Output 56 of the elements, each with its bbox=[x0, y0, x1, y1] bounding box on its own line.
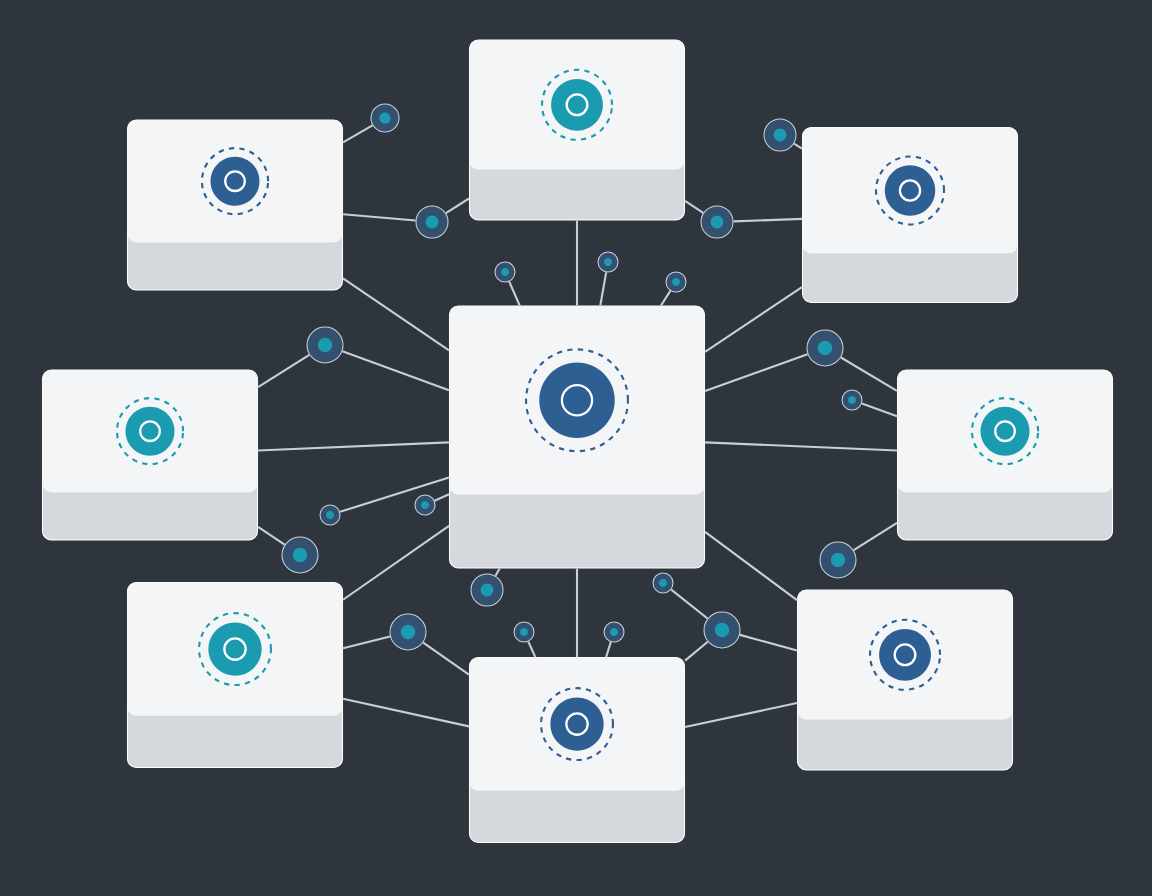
connector-line bbox=[793, 142, 803, 150]
connector-dot bbox=[306, 326, 344, 364]
connector-line bbox=[605, 641, 612, 658]
connector-dot bbox=[841, 389, 863, 411]
connector-line bbox=[704, 530, 798, 601]
connector-line bbox=[739, 633, 798, 652]
connector-dot bbox=[370, 103, 400, 133]
connector-dot bbox=[819, 541, 857, 579]
connector-line bbox=[575, 220, 579, 306]
connector-dot bbox=[665, 271, 687, 293]
connector-line bbox=[684, 702, 798, 728]
connector-dot bbox=[414, 494, 436, 516]
connector-dot bbox=[806, 329, 844, 367]
connector-line bbox=[342, 697, 470, 728]
connector-dot bbox=[513, 621, 535, 643]
connector-line bbox=[422, 641, 470, 676]
connector-line bbox=[342, 277, 450, 352]
connector-line bbox=[575, 568, 579, 657]
connector-dot bbox=[494, 261, 516, 283]
connector-dot bbox=[603, 621, 625, 643]
connector-line bbox=[342, 350, 450, 392]
connector-dot bbox=[703, 611, 741, 649]
connector-line bbox=[339, 476, 450, 513]
connector-line bbox=[342, 525, 450, 601]
connector-line bbox=[342, 213, 416, 222]
connector-dot bbox=[281, 536, 319, 574]
connector-line bbox=[342, 124, 373, 144]
connector-line bbox=[733, 217, 803, 223]
connector-line bbox=[599, 272, 608, 306]
connector-line bbox=[257, 526, 286, 546]
connector-line bbox=[257, 353, 310, 388]
connector-line bbox=[705, 441, 898, 452]
connector-line bbox=[704, 286, 803, 353]
connector-line bbox=[704, 353, 808, 393]
connector-line bbox=[861, 402, 898, 418]
connector-line bbox=[342, 635, 391, 650]
connector-line bbox=[527, 641, 537, 658]
connector-line bbox=[670, 588, 709, 620]
connector-dot bbox=[763, 118, 797, 152]
connector-dot bbox=[597, 251, 619, 273]
connector-dot bbox=[470, 573, 504, 607]
connector-line bbox=[258, 441, 450, 452]
connector-line bbox=[684, 200, 704, 214]
connector-line bbox=[853, 521, 898, 552]
connector-dot bbox=[319, 504, 341, 526]
connector-line bbox=[445, 197, 470, 215]
connector-line bbox=[840, 356, 898, 392]
connector-dot bbox=[652, 572, 674, 594]
connector-line bbox=[494, 568, 501, 577]
connector-line bbox=[660, 290, 672, 307]
connector-line bbox=[434, 493, 450, 502]
connector-dot bbox=[700, 205, 734, 239]
connector-line bbox=[508, 281, 521, 306]
connector-dot bbox=[415, 205, 449, 239]
connector-dot bbox=[389, 613, 427, 651]
connector-line bbox=[684, 641, 709, 662]
